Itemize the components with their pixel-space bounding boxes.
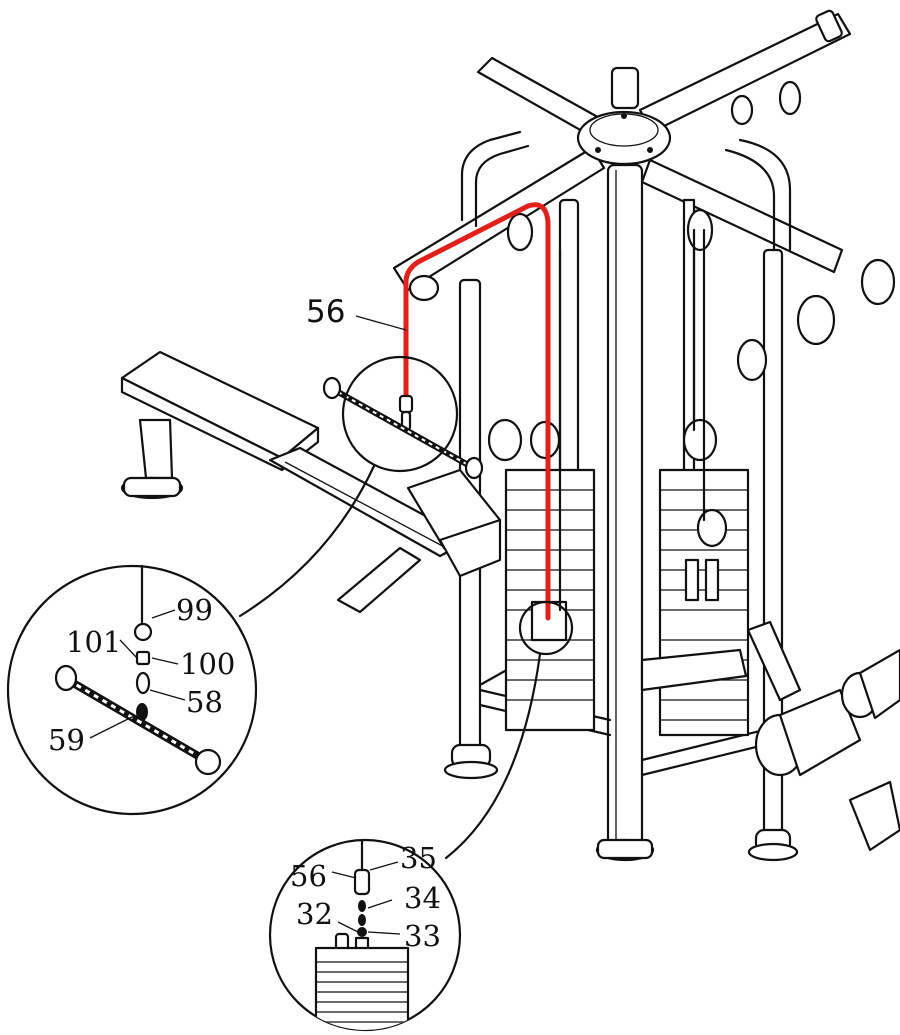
detail-label-99: 99 (176, 593, 213, 627)
bench (120, 350, 502, 614)
detail-label-100: 100 (180, 647, 235, 681)
detail-label-59: 59 (48, 723, 85, 757)
zoom-ring-handle (341, 355, 459, 473)
center-hub (576, 110, 672, 166)
detail-label-35: 35 (400, 841, 437, 875)
detail-label-32: 32 (296, 897, 333, 931)
detail-view-weight: 56 35 34 32 33 (268, 838, 462, 1032)
detail-label-34: 34 (404, 881, 441, 915)
cables (558, 228, 706, 612)
detail-label-33: 33 (404, 919, 441, 953)
rope-handle (322, 376, 484, 480)
detail-label-58: 58 (186, 685, 223, 719)
pulleys (408, 80, 896, 548)
callout-main-56: 56 (306, 294, 407, 331)
central-column (595, 163, 655, 862)
detail-label-101: 101 (66, 625, 121, 659)
zoom-ring-weight (518, 600, 574, 656)
detail-label-56b: 56 (290, 859, 327, 893)
highlighted-cable-56 (403, 202, 551, 621)
leg-pad (640, 620, 900, 852)
callout-label-56: 56 (306, 294, 345, 330)
detail-view-handle: 99 101 100 58 59 (6, 564, 258, 816)
